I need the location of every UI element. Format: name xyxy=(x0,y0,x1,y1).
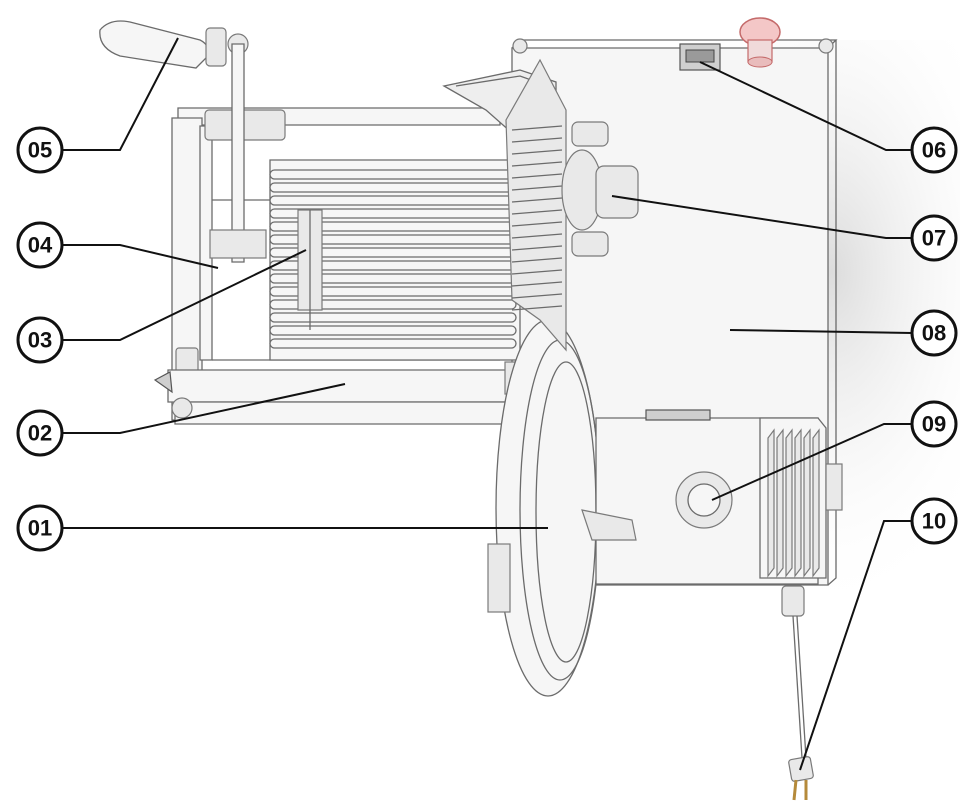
power-switch xyxy=(679,43,721,71)
callout-label-10: 10 xyxy=(922,509,946,534)
callout-05: 05 xyxy=(16,126,64,174)
blade-rib xyxy=(511,281,563,287)
leader-06 xyxy=(699,61,912,151)
callout-08: 08 xyxy=(910,309,958,357)
blade-rib xyxy=(511,197,563,203)
sharpener-knob xyxy=(561,121,639,257)
tray-roller xyxy=(269,195,517,206)
tray-roller xyxy=(269,338,517,349)
blade-rib xyxy=(511,137,563,143)
callout-06: 06 xyxy=(910,126,958,174)
blade-rib xyxy=(511,209,563,215)
callout-label-02: 02 xyxy=(28,421,52,446)
slide-rail xyxy=(153,361,526,425)
blade-rib xyxy=(511,269,563,275)
blade-rib xyxy=(511,185,563,191)
tray-roller xyxy=(269,169,517,180)
vent-slot xyxy=(776,428,784,578)
leader-08 xyxy=(729,329,913,334)
blade-rib xyxy=(511,149,563,155)
callout-10: 10 xyxy=(910,497,958,545)
tray-roller xyxy=(269,312,517,323)
blade-rib xyxy=(511,305,563,311)
leader-09 xyxy=(711,423,912,501)
callout-label-08: 08 xyxy=(922,321,946,346)
callout-03: 03 xyxy=(16,316,64,364)
callout-label-09: 09 xyxy=(922,412,946,437)
callout-label-03: 03 xyxy=(28,328,52,353)
blade-rib xyxy=(511,257,563,263)
blade-rib xyxy=(511,221,563,227)
blade xyxy=(495,58,601,697)
tray-roller xyxy=(269,299,517,310)
callout-04: 04 xyxy=(16,221,64,269)
callout-07: 07 xyxy=(910,214,958,262)
blade-rib xyxy=(511,173,563,179)
lower-guard xyxy=(487,509,637,613)
vent-slot xyxy=(812,428,820,578)
leader-02 xyxy=(62,383,346,434)
blade-rib xyxy=(511,293,563,299)
leader-lines xyxy=(62,37,913,771)
thickness-knob xyxy=(675,471,733,529)
carriage-handle xyxy=(99,20,267,263)
leader-04 xyxy=(62,244,219,269)
vent-slot xyxy=(767,428,775,578)
tray-roller xyxy=(269,182,517,193)
callout-02: 02 xyxy=(16,409,64,457)
blade-rib xyxy=(511,233,563,239)
blade-rib xyxy=(511,161,563,167)
stop-button xyxy=(739,17,781,68)
callout-01: 01 xyxy=(16,504,64,552)
meat-pusher xyxy=(297,209,323,330)
vent-slot xyxy=(794,428,802,578)
vent-slot xyxy=(803,428,811,578)
callout-label-05: 05 xyxy=(28,138,52,163)
product-tray xyxy=(269,159,521,361)
callout-label-07: 07 xyxy=(922,226,946,251)
callout-09: 09 xyxy=(910,400,958,448)
callout-label-04: 04 xyxy=(28,233,53,258)
leader-10 xyxy=(799,520,912,771)
blade-rib xyxy=(511,245,563,251)
blade-rib xyxy=(511,125,563,131)
tray-roller xyxy=(269,325,517,336)
leader-05 xyxy=(62,37,179,151)
leader-03 xyxy=(62,249,307,341)
leader-07 xyxy=(611,195,912,239)
callout-label-01: 01 xyxy=(28,516,52,541)
callout-label-06: 06 xyxy=(922,138,946,163)
vent-slot xyxy=(785,428,793,578)
